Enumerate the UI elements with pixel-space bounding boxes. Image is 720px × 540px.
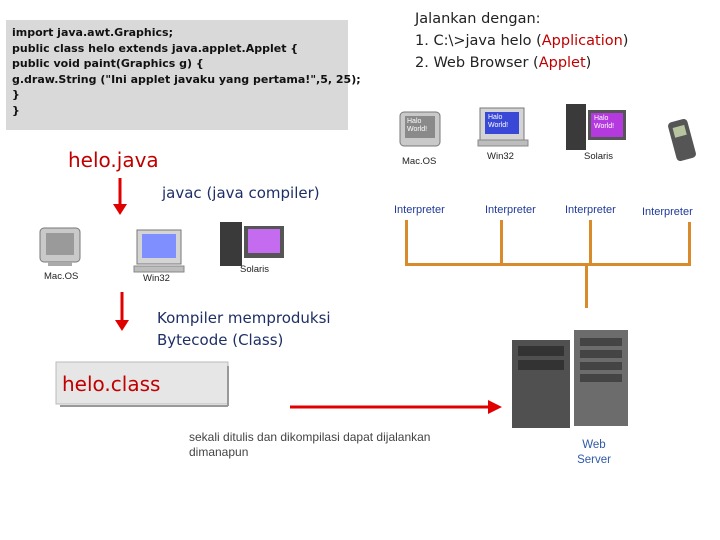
runtime-macos-icon: [399, 111, 441, 147]
bus-drop-server: [585, 264, 588, 308]
compile-platform-macos: Mac.OS: [44, 271, 79, 282]
deploy-arrow-head: [488, 400, 502, 414]
interpreter-macos: Interpreter: [394, 204, 445, 216]
code-listing: import java.awt.Graphics; public class he…: [6, 20, 361, 130]
interpreter-solaris: Interpreter: [565, 204, 616, 216]
runtime-platform-win32: Win32: [487, 151, 514, 162]
compiler-label: javac (java compiler): [162, 184, 320, 202]
web-server-icon: [512, 330, 628, 428]
code-line: public void paint(Graphics g) {: [12, 57, 204, 70]
code-line: import java.awt.Graphics;: [12, 26, 173, 39]
interpreter-win32: Interpreter: [485, 204, 536, 216]
code-line: }: [12, 103, 20, 117]
bus-drop-macos: [405, 220, 408, 264]
runtime-platform-solaris: Solaris: [584, 151, 614, 162]
compile-arrow-head: [113, 204, 127, 215]
interpreter-mobile: Interpreter: [642, 206, 693, 218]
class-file-label: helo.class: [62, 372, 161, 396]
compile-platform-win32: Win32: [143, 273, 170, 284]
bus-drop-solaris: [589, 220, 592, 264]
win32-screen-text: Halo World!: [488, 114, 509, 129]
code-line: public class helo extends java.applet.Ap…: [12, 41, 299, 55]
computer-win32-icon: [133, 229, 185, 273]
portability-note: sekali ditulis dan dikompilasi dapat dij…: [189, 430, 431, 459]
web-server-label: Web Server: [577, 439, 611, 466]
mobile-phone-icon: [668, 118, 696, 162]
bytecode-caption: Kompiler memproduksi Bytecode (Class): [157, 309, 331, 349]
run-option-application: 1. C:\>java helo (Application): [415, 33, 629, 49]
bytecode-arrow-head: [115, 320, 129, 331]
runtime-solaris-icon: [566, 104, 626, 150]
code-line: }: [12, 88, 20, 101]
compile-platform-solaris: Solaris: [240, 264, 270, 275]
runtime-win32-icon: [477, 107, 529, 147]
macos-screen-text: Halo World!: [407, 118, 428, 133]
bus-drop-win32: [500, 220, 503, 264]
computer-macos-icon: [39, 227, 81, 266]
bus-drop-mobile: [688, 222, 691, 266]
run-instructions: Jalankan dengan: 1. C:\>java helo (Appli…: [415, 8, 628, 74]
run-option-applet: 2. Web Browser (Applet): [415, 55, 592, 71]
solaris-screen-text: Halo World!: [594, 115, 615, 130]
interpreter-bus: [405, 263, 691, 266]
run-title: Jalankan dengan:: [415, 11, 541, 27]
runtime-platform-macos: Mac.OS: [402, 156, 437, 167]
source-file-label: helo.java: [68, 148, 159, 172]
computer-solaris-icon: [220, 222, 284, 266]
